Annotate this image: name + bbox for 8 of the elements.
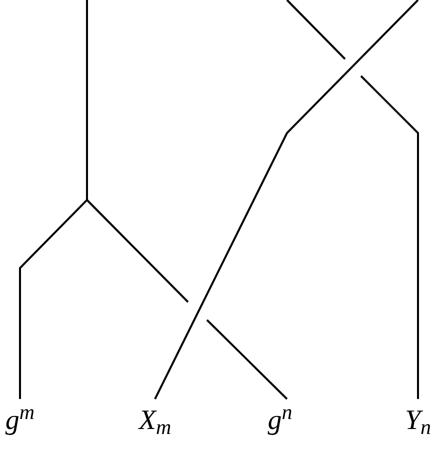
math-label: X$_{m}$	[138, 404, 172, 442]
string-line	[154, 0, 419, 400]
math-label: g$^{n}$	[268, 399, 292, 438]
math-label: g$^{m}$	[5, 399, 35, 438]
string-line	[286, 0, 419, 400]
string-line	[86, 199, 288, 400]
math-label: Y$_{n}$	[404, 404, 432, 442]
string-line	[19, 0, 88, 399]
